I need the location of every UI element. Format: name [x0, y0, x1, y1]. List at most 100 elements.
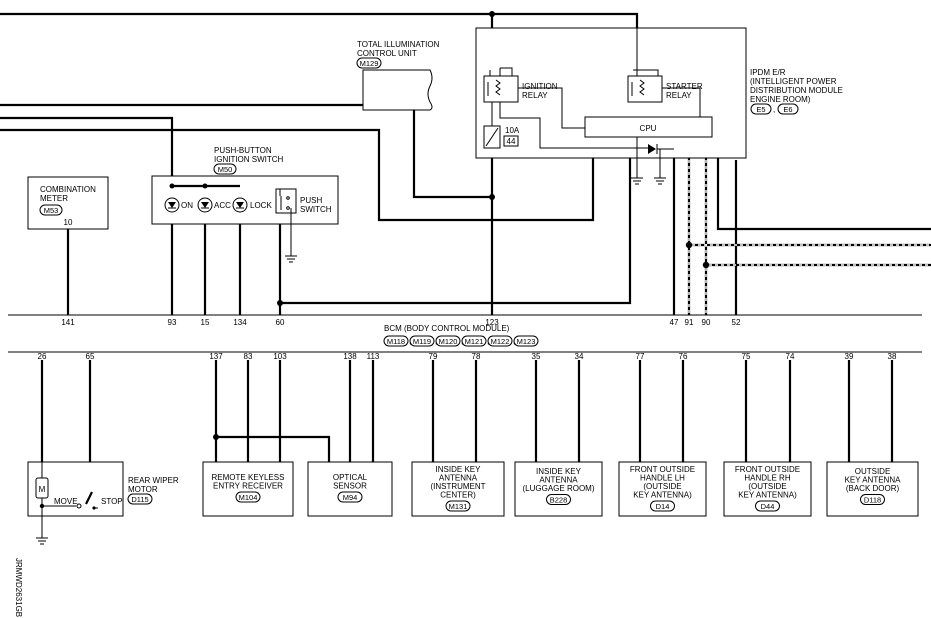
component-label: CENTER) [440, 491, 476, 500]
component-label: KEY ANTENNA) [738, 491, 797, 500]
ipdm-connector-e6: E6 [783, 105, 792, 114]
component-label: INSIDE KEY [436, 465, 482, 474]
component-label: INSIDE KEY [536, 467, 582, 476]
push-switch-label-1: PUSH [300, 196, 322, 205]
bcm-pin-34: 34 [575, 352, 584, 361]
starter-relay-label-2: RELAY [666, 91, 692, 100]
component-label: ANTENNA [539, 476, 578, 485]
bcm-pin-38: 38 [888, 352, 897, 361]
component-label: (LUGGAGE ROOM) [522, 484, 594, 493]
bcm-pin-15: 15 [201, 318, 210, 327]
svg-text:M123: M123 [517, 337, 536, 346]
ignition-relay-label-2: RELAY [522, 91, 548, 100]
ipdm-labels: IGNITION RELAY STARTER RELAY CPU 10A 44 … [503, 68, 843, 147]
bcm-title: BCM (BODY CONTROL MODULE) [384, 324, 510, 333]
bcm-connector-m118: M118 [383, 335, 409, 347]
wiper-move-label: MOVE [54, 497, 78, 506]
rear-wiper-motor: M MOVE STOP REAR WIPER MOTOR D115 [27, 461, 179, 545]
bcm-pin-141: 141 [61, 318, 75, 327]
tiu-title-1: TOTAL ILLUMINATION [357, 40, 440, 49]
ipdm-connector-e5: E5 [756, 105, 765, 114]
indicator-acc: ACC [214, 201, 231, 210]
component-label: OUTSIDE [855, 467, 891, 476]
push-button-connector: M50 [218, 165, 233, 174]
meter-pin: 10 [64, 218, 73, 227]
bcm-pin-103: 103 [273, 352, 287, 361]
component-connector: M104 [239, 493, 258, 502]
bcm-pin-83: 83 [244, 352, 253, 361]
component-connector: D14 [656, 502, 670, 511]
component-label: HANDLE LH [640, 474, 685, 483]
bcm-pin-90: 90 [702, 318, 711, 327]
component-label: OPTICAL [333, 473, 368, 482]
cpu-label: CPU [640, 124, 657, 133]
component-connector: D44 [761, 502, 775, 511]
component-label: KEY ANTENNA) [633, 491, 692, 500]
component-label: HANDLE RH [744, 474, 790, 483]
svg-text:M120: M120 [439, 337, 458, 346]
svg-text:M119: M119 [413, 337, 431, 346]
bcm-connectors: M118,M119,M120,M121,M122,M123 [383, 335, 539, 347]
bcm-pin-137: 137 [209, 352, 223, 361]
svg-text:M122: M122 [491, 337, 510, 346]
bcm-pin-123: 123 [485, 318, 499, 327]
bcm-pin-78: 78 [472, 352, 481, 361]
component-label: (OUTSIDE [643, 482, 681, 491]
fuse-number: 44 [507, 137, 516, 146]
meter-title-1: COMBINATION [40, 185, 96, 194]
bcm-pin-134: 134 [233, 318, 247, 327]
bcm-pin-75: 75 [742, 352, 751, 361]
bcm-connector-m122: M122 [487, 335, 513, 347]
bcm-pin-60: 60 [276, 318, 285, 327]
bcm-pin-74: 74 [786, 352, 795, 361]
bcm-pin-26: 26 [38, 352, 47, 361]
tiu-unit: TOTAL ILLUMINATION CONTROL UNIT M129 [356, 40, 440, 111]
wiper-title-1: REAR WIPER [128, 476, 179, 485]
document-id: JRMWD2631GB [14, 558, 23, 617]
bcm-top-pins: 141 93 15 134 60 123 47 91 90 52 [61, 318, 741, 327]
wires-top [0, 11, 931, 315]
component-connector: B228 [550, 496, 568, 505]
bcm-pin-93: 93 [168, 318, 177, 327]
ipdm-module [475, 27, 747, 185]
bcm-pin-76: 76 [679, 352, 688, 361]
bcm-connector-m119: M119 [409, 335, 435, 347]
starter-relay-label-1: STARTER [666, 82, 703, 91]
combination-meter: COMBINATION METER M53 10 [27, 176, 109, 230]
bcm-pin-52: 52 [732, 318, 741, 327]
bcm-connector-m121: M121 [461, 335, 487, 347]
component-label: FRONT OUTSIDE [735, 465, 800, 474]
ipdm-title-2: (INTELLIGENT POWER [750, 77, 837, 86]
component-label: ENTRY RECEIVER [213, 482, 283, 491]
bcm-pin-39: 39 [845, 352, 854, 361]
svg-text:M121: M121 [465, 337, 484, 346]
bcm-connector-m120: M120 [435, 335, 461, 347]
push-button-switch: ON ACC LOCK PUSH SWITCH PUSH-BUTTON IGNI… [151, 146, 339, 263]
ipdm-title-3: DISTRIBUTION MODULE [750, 86, 843, 95]
meter-title-2: METER [40, 194, 68, 203]
component-label: REMOTE KEYLESS [212, 473, 285, 482]
svg-text:,: , [773, 105, 775, 114]
component-label: ANTENNA [439, 474, 478, 483]
motor-symbol: M [39, 485, 46, 494]
bcm-connector-m123: M123 [513, 335, 539, 347]
tiu-connector: M129 [360, 59, 379, 68]
component-label: KEY ANTENNA [845, 476, 902, 485]
wiper-stop-label: STOP [101, 497, 123, 506]
push-switch-label-2: SWITCH [300, 205, 332, 214]
bcm-pin-35: 35 [532, 352, 541, 361]
svg-text:M118: M118 [387, 337, 405, 346]
bcm-pin-91: 91 [685, 318, 694, 327]
bcm-pin-113: 113 [367, 352, 380, 361]
bcm-pin-47: 47 [670, 318, 679, 327]
component-label: FRONT OUTSIDE [630, 465, 695, 474]
